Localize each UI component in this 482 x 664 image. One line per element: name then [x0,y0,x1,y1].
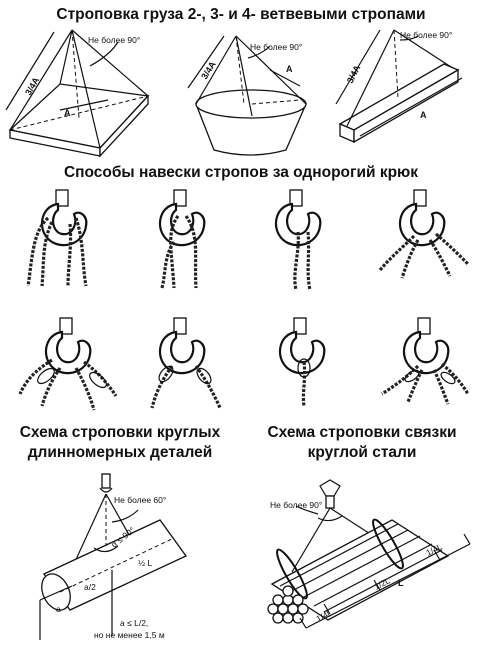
bundle-figure: Не более 90° 1/4L 1/2L 1/4L L [267,479,471,629]
plate-four-leg-figure: 3/4А А Не более 90° [5,29,150,158]
hook-figure-6 [150,317,222,409]
angle-limit-60-label: Не более 60° [114,495,166,505]
angle-limit-label-3: Не более 90° [400,30,452,40]
hook-figure-1 [26,189,88,287]
bundle-end-circles [267,585,309,624]
hook-figure-4 [378,189,470,279]
hook-figure-8 [381,317,470,405]
long-parts-title: Схема строповки круглых длинномерных дет… [0,423,240,463]
long-part-end [41,573,71,611]
bundle-angle-label: Не более 90° [270,500,322,510]
sling-length-label-2: 3/4А [199,59,218,81]
dim-l2-label: a ≤ L/2, [120,618,148,628]
hook-methods-title: Способы навески стропов за однорогий крю… [63,164,419,181]
plate-side [99,94,149,158]
dim-a-small-label: a [56,604,61,614]
bundle-title: Схема строповки связки круглой стали [242,423,482,463]
hook-figure-7 [279,317,326,407]
bundle-title-line2: круглой стали [307,444,417,461]
angle-limit-label-1: Не более 90° [88,35,140,45]
hook-figure-5 [18,317,118,411]
long-parts-title-line1: Схема строповки круглых [19,424,221,441]
long-parts-title-line2: длинномерных деталей [27,444,213,461]
dim-a-label-3: А [420,110,427,120]
hook-figure-3 [275,189,322,291]
long-part-figure: Не более 60° α ≤ 90° ½ L a/2 a a ≤ L/2, … [39,473,187,640]
beam-two-leg-figure: 3/4А А Не более 90° [335,29,463,144]
dim-a2-label: a/2 [84,582,96,592]
angle-limit-label-2: Не более 90° [250,42,302,52]
dim-l-label: L [398,578,404,588]
hook-figure-2 [159,189,206,289]
dim-a-label-1: А [64,108,71,118]
bundle-title-line1: Схема строповки связки [267,424,457,441]
dim-a-label-2: А [286,64,293,74]
rigging-title: Строповка груза 2-, 3- и 4- ветвевыми ст… [56,6,426,23]
dim-min-label: но не менее 1,5 м [94,630,165,640]
cone-three-leg-figure: 3/4А А Не более 90° [187,35,307,156]
dim-half-label: ½ L [138,558,152,568]
sling-length-label-3: 3/4А [345,63,363,85]
